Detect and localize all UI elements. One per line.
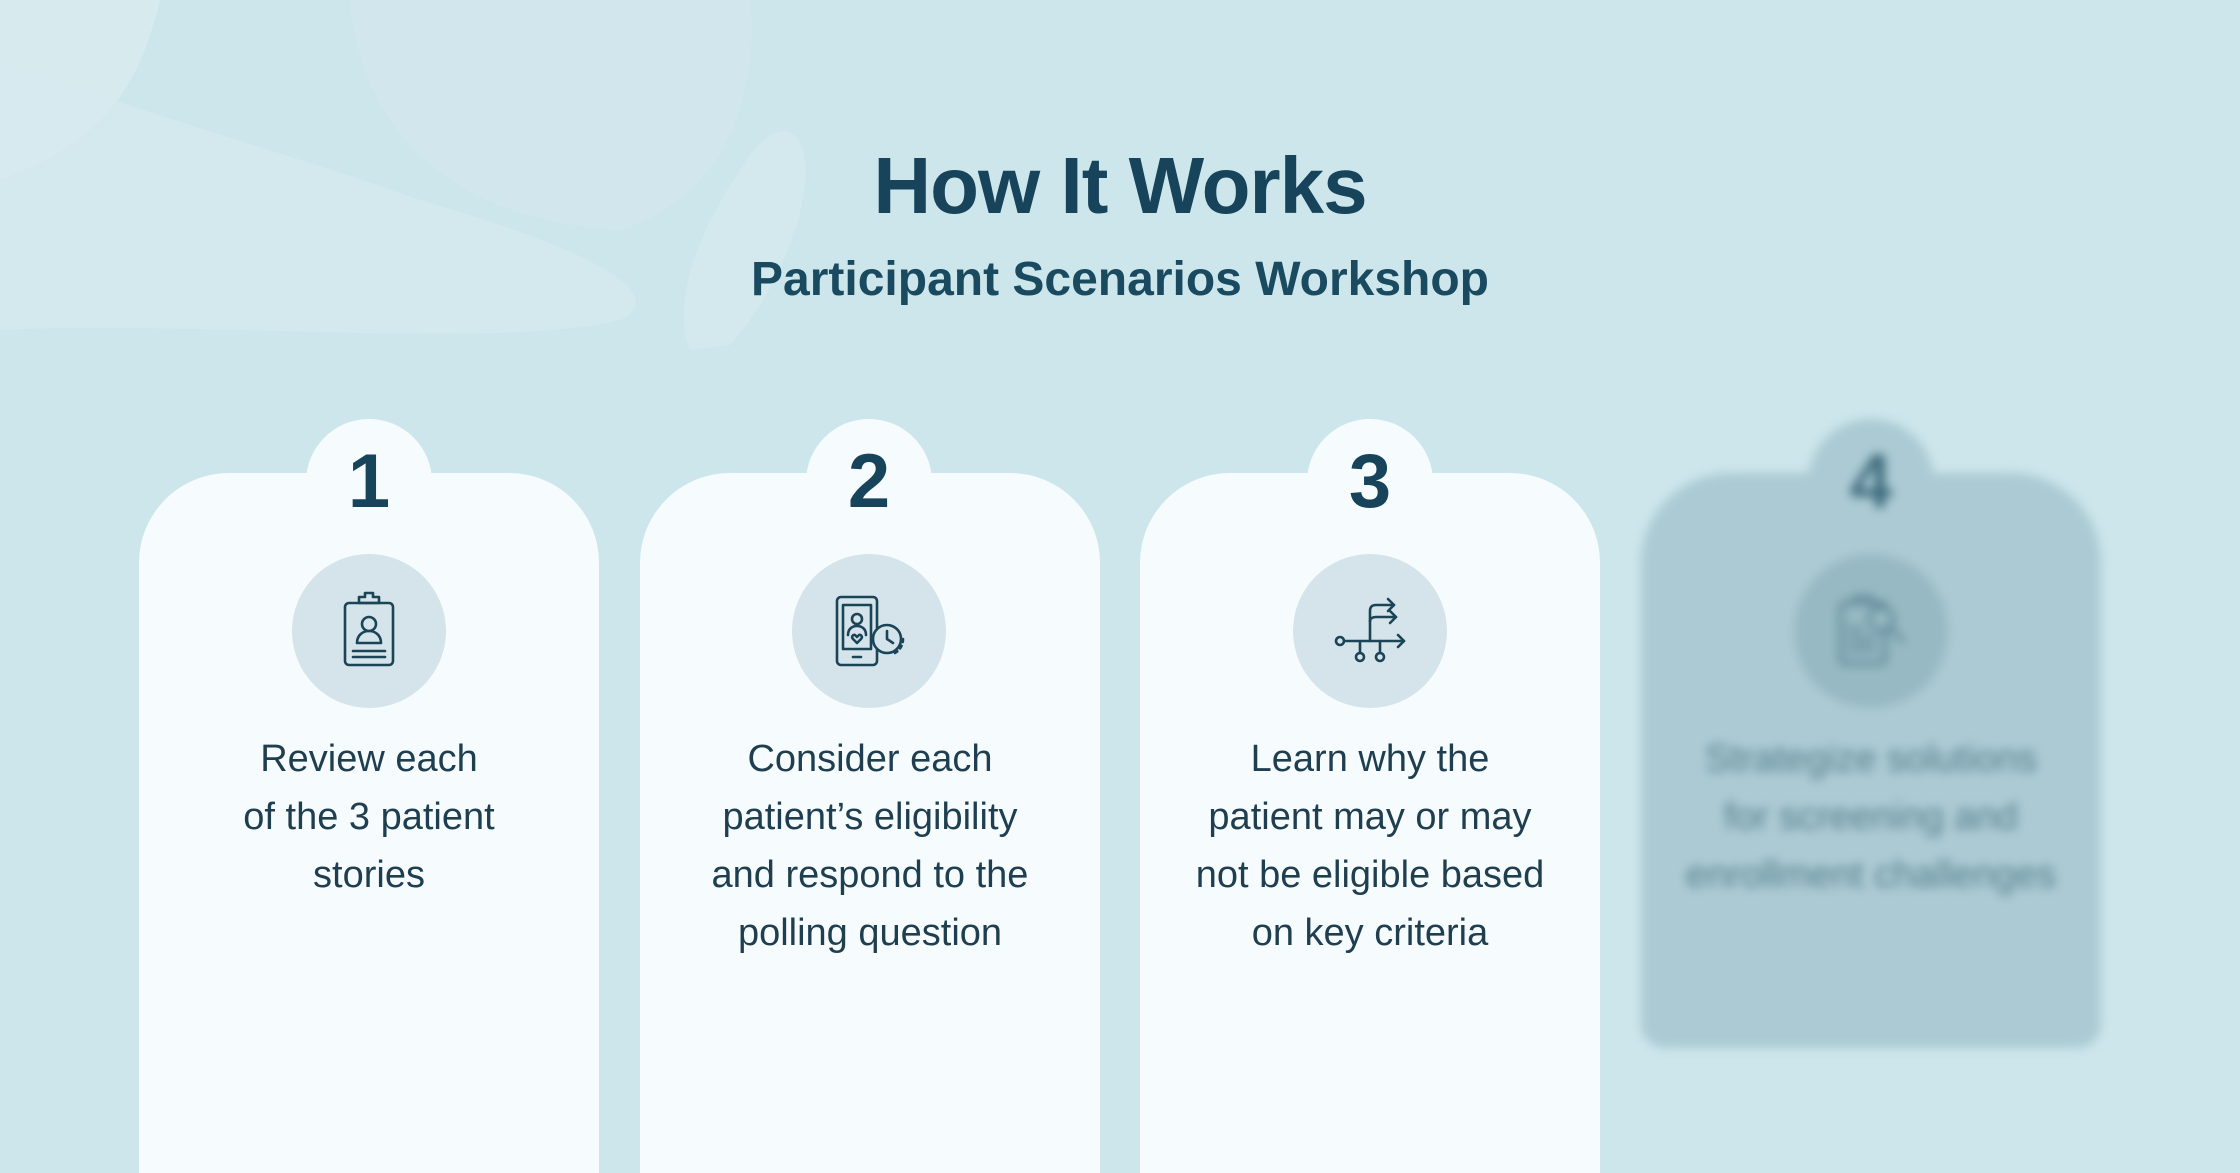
step-2-line: patient’s eligibility: [722, 796, 1018, 838]
step-tab-3: [1307, 419, 1433, 545]
step-2-line: and respond to the: [711, 854, 1029, 896]
step-description-1: Review each of the 3 patient stories: [159, 730, 579, 904]
step-3-line: on key criteria: [1251, 912, 1489, 954]
page-subtitle: Participant Scenarios Workshop: [751, 253, 1489, 306]
step-2-line: Consider each: [747, 738, 993, 780]
step-icon-circle-1: [292, 554, 446, 708]
step-number-2: 2: [847, 439, 891, 524]
step-3-line: patient may or may: [1208, 796, 1532, 838]
step-1-line: Review each: [260, 738, 478, 780]
document-search-icon: [1839, 595, 1905, 665]
step-3-line: Learn why the: [1250, 738, 1490, 780]
step-4-line: Strategize solutions: [1705, 738, 2037, 780]
step-number-1: 1: [347, 439, 391, 524]
step-4-line: enrollment challenges: [1686, 854, 2056, 896]
page-title: How It Works: [873, 141, 1367, 230]
step-2-line: polling question: [737, 912, 1003, 954]
step-icon-circle-2: [792, 554, 946, 708]
step-1-line: stories: [313, 854, 425, 896]
step-tab-2: [806, 419, 932, 545]
step-icon-circle-4: [1794, 554, 1948, 708]
step-1-line: of the 3 patient: [243, 796, 495, 838]
branching-paths-icon: [1334, 597, 1406, 663]
step-tab-1: [306, 419, 432, 545]
clipboard-patient-icon: [343, 591, 395, 667]
step-3-line: not be eligible based: [1195, 854, 1545, 896]
step-description-3: Learn why the patient may or may not be …: [1160, 730, 1580, 962]
step-description-2: Consider each patient’s eligibility and …: [660, 730, 1080, 962]
step-number-3: 3: [1348, 439, 1392, 524]
step-description-4: Strategize solutions for screening and e…: [1661, 730, 2081, 904]
step-4-line: for screening and: [1724, 796, 2018, 838]
tablet-clock-icon: [835, 595, 905, 667]
step-tab-4: [1808, 419, 1934, 545]
step-number-4: 4: [1849, 439, 1893, 524]
step-icon-circle-3: [1293, 554, 1447, 708]
